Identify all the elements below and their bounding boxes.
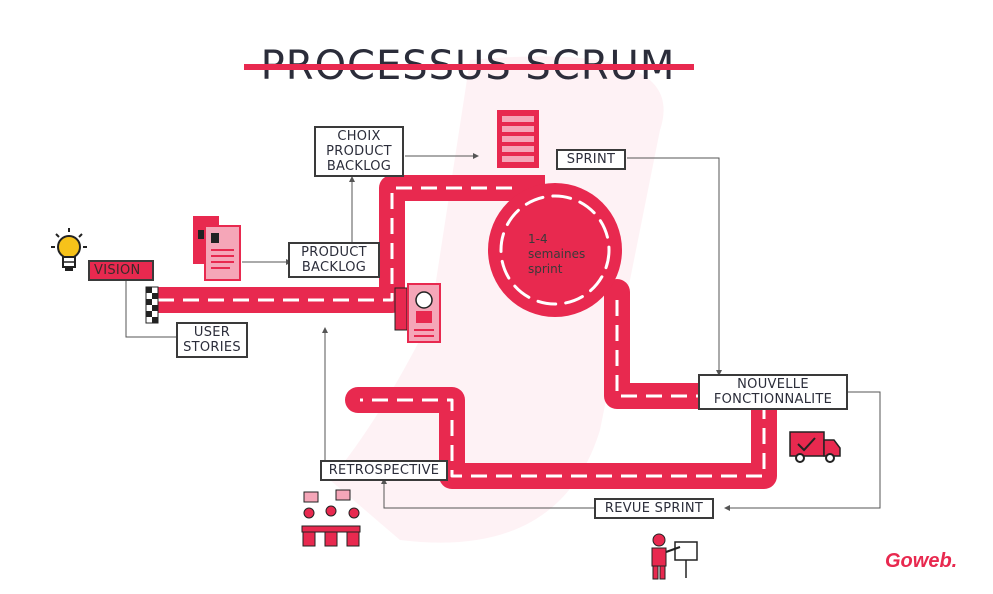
label-revue-sprint: REVUE SPRINT: [594, 498, 714, 519]
connector-sprint-to-nouvelle: [627, 157, 720, 370]
connector-vision-to-user-stories: [125, 277, 176, 338]
label-choix-line1: CHOIX: [337, 129, 381, 144]
label-vision: VISION: [88, 260, 154, 281]
label-sprint-text: SPRINT: [566, 152, 616, 167]
checkered-flag-icon: [145, 286, 159, 324]
label-nouvelle-line1: NOUVELLE: [737, 377, 809, 392]
label-retrospective: RETROSPECTIVE: [320, 460, 448, 481]
label-sprint: SPRINT: [556, 149, 626, 170]
documents-icon: [193, 216, 241, 281]
label-user-stories-line2: STORIES: [183, 340, 241, 355]
watermark-shape: [330, 56, 664, 543]
label-product-backlog-line1: PRODUCT: [301, 245, 367, 260]
road: [155, 175, 777, 489]
sprint-duration-line1: 1-4: [528, 232, 548, 246]
sprint-duration-line3: sprint: [528, 262, 563, 276]
scrum-master-icon: [394, 283, 441, 343]
label-retrospective-text: RETROSPECTIVE: [328, 463, 440, 478]
brand-logo: Goweb.: [885, 550, 958, 572]
backlog-stack-icon: [497, 110, 539, 168]
presenter-icon: [651, 533, 698, 580]
connector-nouvelle-to-revue: [730, 391, 881, 509]
lightbulb-icon: [51, 228, 87, 271]
label-nouvelle-fonctionnalite: NOUVELLE FONCTIONNALITE: [698, 374, 848, 410]
title-underline: [244, 64, 694, 70]
label-product-backlog-line2: BACKLOG: [301, 260, 367, 275]
road-center-line: [158, 186, 520, 302]
team-meeting-icon: [301, 489, 361, 547]
road-center-line-lower: [360, 300, 766, 478]
label-user-stories: USER STORIES: [176, 322, 248, 358]
label-revue-sprint-text: REVUE SPRINT: [604, 501, 704, 516]
sprint-duration-line2: semaines: [528, 247, 586, 261]
label-choix-line3: BACKLOG: [326, 159, 392, 174]
label-nouvelle-line2: FONCTIONNALITE: [713, 392, 833, 407]
sprint-duration-text: 1-4 semaines sprint: [528, 232, 608, 277]
roundabout-lane: [499, 194, 611, 306]
label-product-backlog: PRODUCT BACKLOG: [288, 242, 380, 278]
label-vision-text: VISION: [94, 263, 141, 278]
roundabout: [488, 183, 622, 317]
delivery-truck-icon: [789, 431, 841, 463]
label-choix-line2: PRODUCT: [326, 144, 392, 159]
connectors: [125, 155, 881, 509]
label-user-stories-line1: USER: [193, 325, 231, 340]
label-choix-product-backlog: CHOIX PRODUCT BACKLOG: [314, 126, 404, 177]
connector-revue-to-retrospective: [383, 484, 594, 509]
